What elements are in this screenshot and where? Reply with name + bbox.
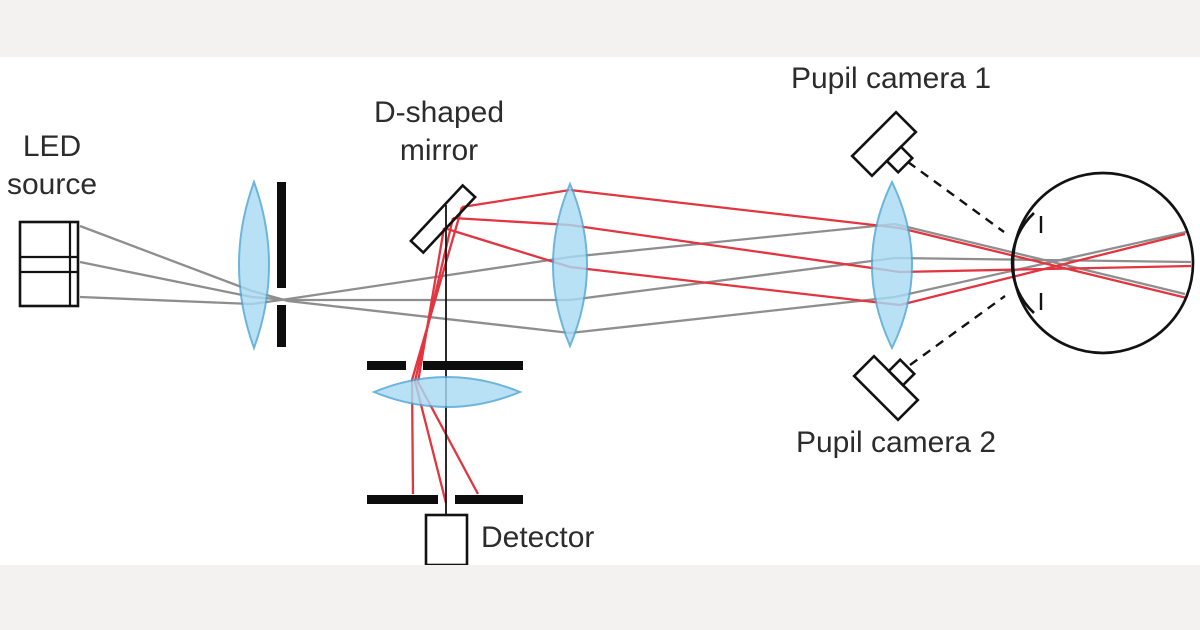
led-box [18, 220, 80, 308]
pupil-camera-2-body [852, 295, 1006, 422]
relay-lens [552, 181, 588, 349]
led-source-label-line1: LED [22, 130, 82, 163]
collimating-lens [238, 179, 270, 351]
detector-aperture-lower [367, 495, 523, 504]
illumination-ray [79, 256, 1192, 302]
d-shaped-mirror-label-line1: D-shaped [373, 96, 505, 129]
d-shaped-mirror-label: D-shaped mirror [348, 94, 530, 170]
d-shaped-mirror-label-line2: mirror [399, 134, 479, 167]
detector-aperture-upper [367, 361, 523, 370]
pupil-camera-2-label: Pupil camera 2 [795, 426, 997, 459]
pupil-camera-2-lens [886, 357, 917, 388]
signal-ray [443, 226, 1186, 307]
pupil-camera-1-body [850, 110, 1005, 233]
aperture-stop-bottom [277, 305, 286, 347]
led-source-label-line2: source [6, 168, 98, 201]
detector-box [424, 513, 469, 567]
detector-lens [371, 376, 523, 408]
pupil-camera-1-label: Pupil camera 1 [790, 62, 992, 95]
d-shaped-mirror [409, 183, 477, 255]
top-frame-bar [0, 0, 1200, 57]
aperture-stop-top [277, 182, 286, 288]
aperture-stop [277, 182, 286, 347]
detector-label: Detector [481, 521, 595, 554]
camera1-sightline [907, 161, 1005, 233]
signal-ray [461, 188, 1188, 300]
bottom-frame-bar [0, 565, 1200, 630]
cornea [1010, 212, 1035, 314]
led-source-label: LED source [0, 128, 110, 204]
camera2-sightline [909, 295, 1006, 366]
illumination-ray [79, 222, 1186, 306]
objective-lens [871, 179, 913, 351]
pupil-camera-1-lens [884, 144, 915, 175]
eye [1010, 171, 1195, 355]
